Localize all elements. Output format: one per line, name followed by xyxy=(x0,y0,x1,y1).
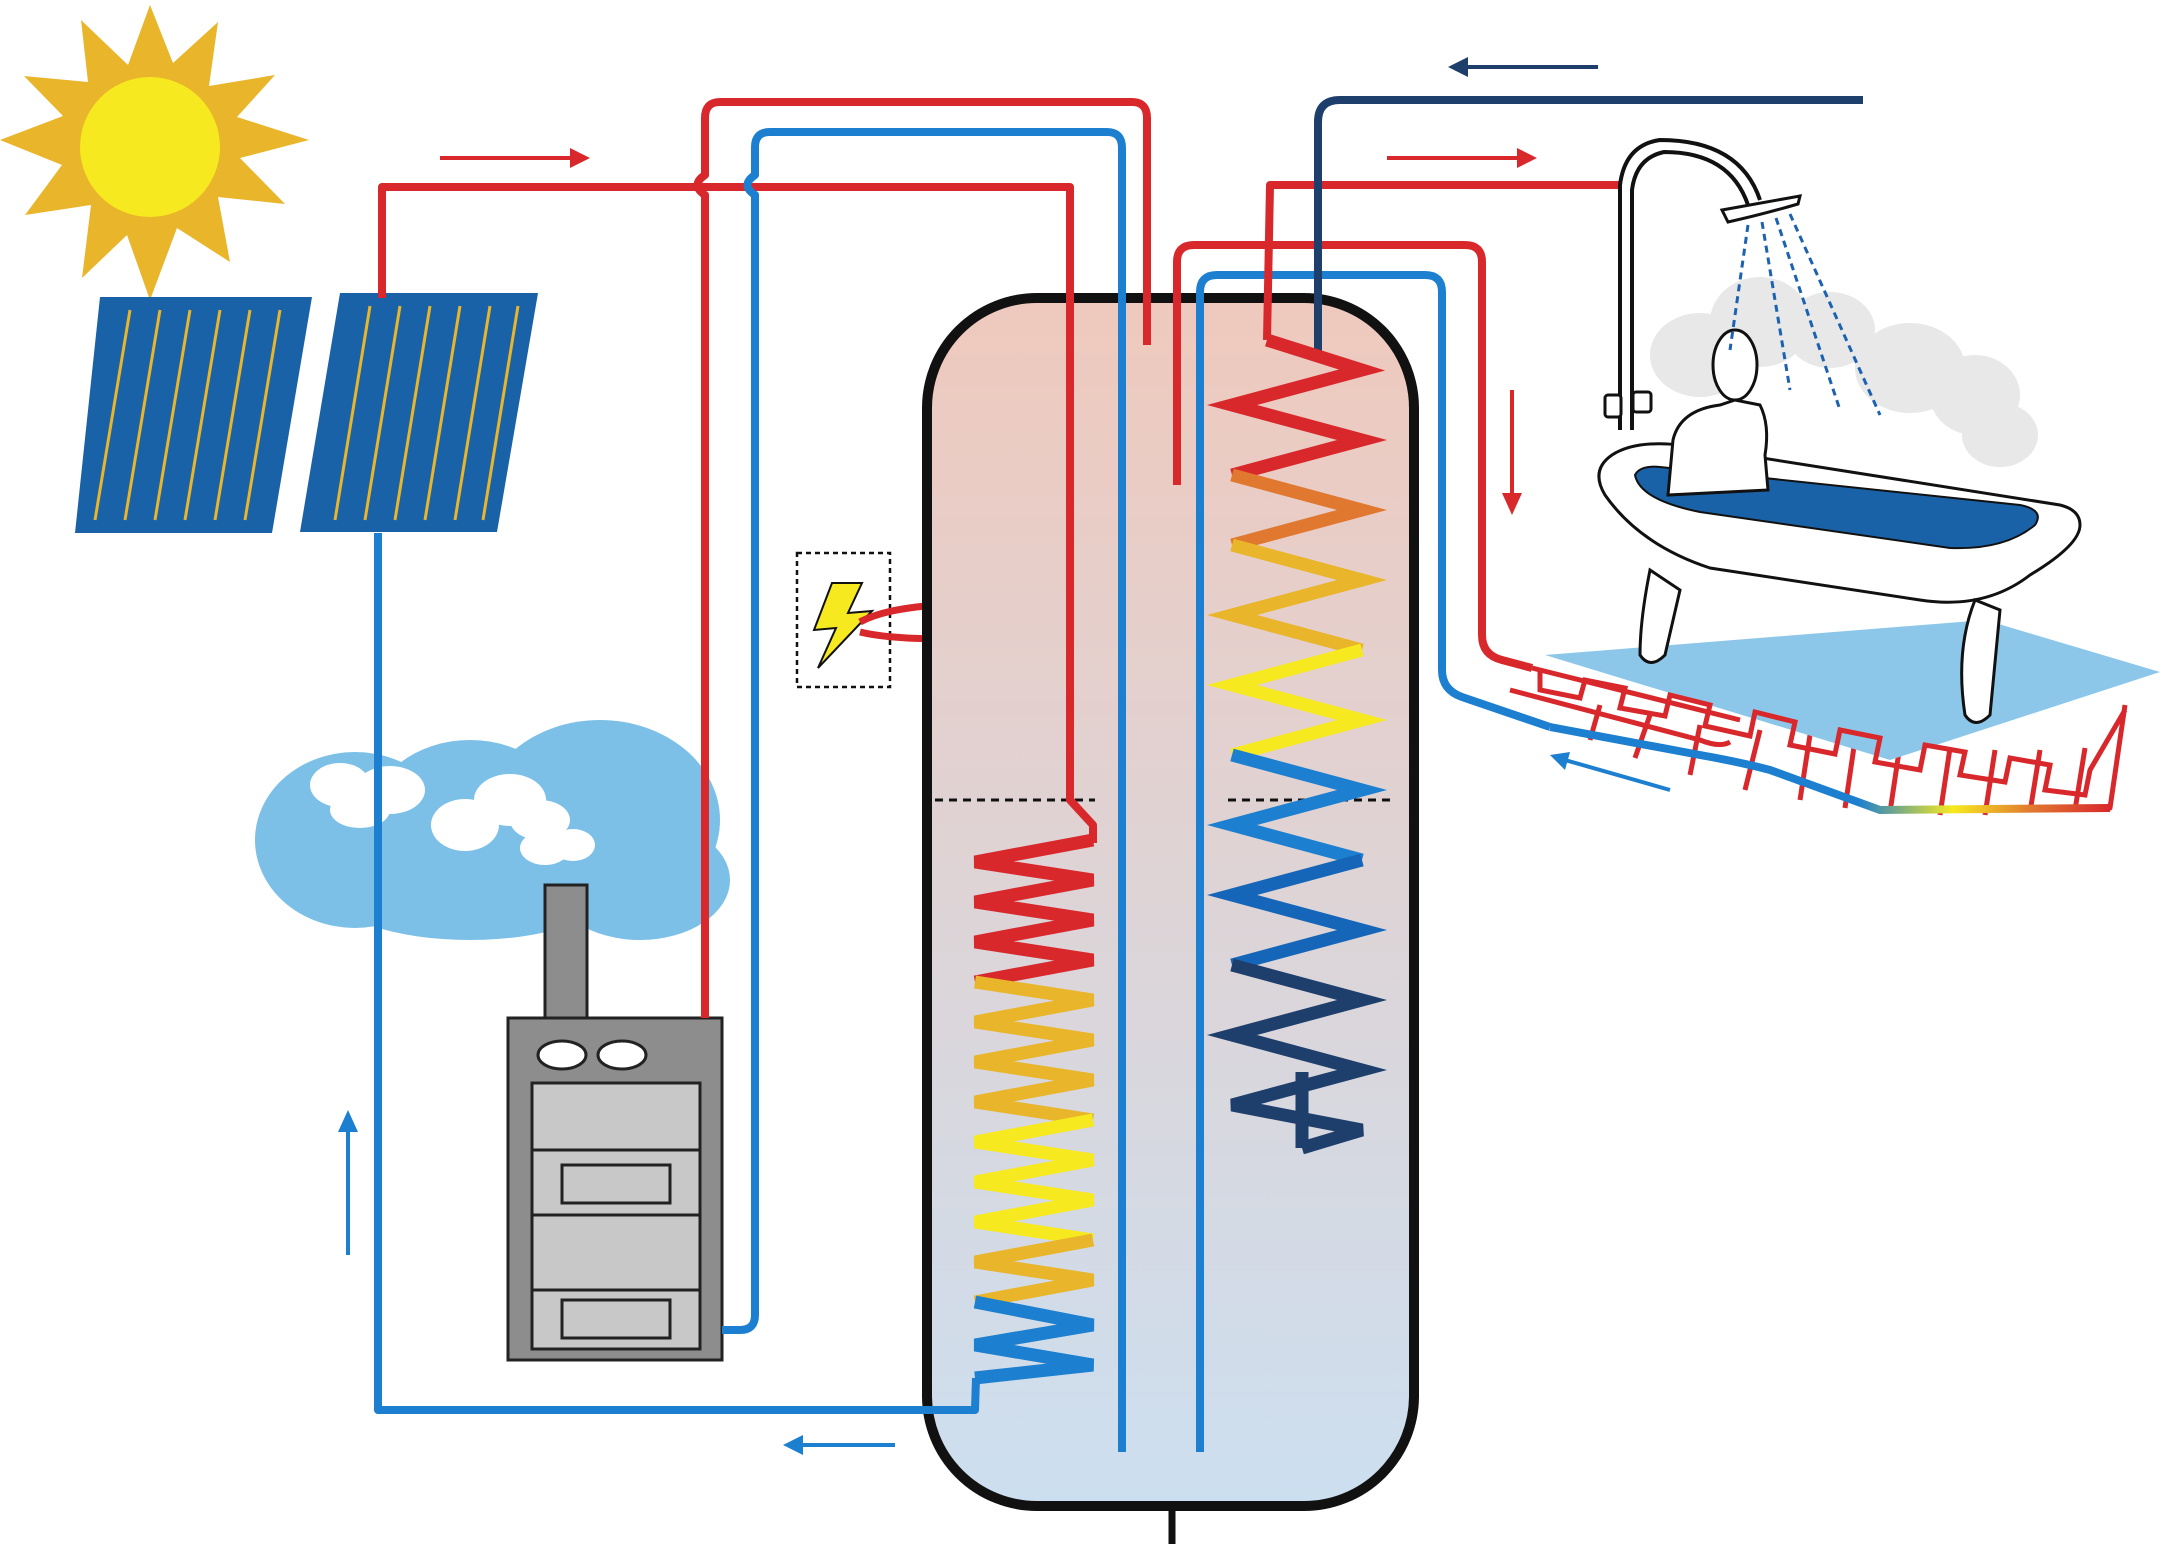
solar-panel-stripes xyxy=(93,305,520,521)
boiler-icon xyxy=(506,883,724,1362)
hot-water-pipe xyxy=(1263,181,1620,341)
arrow-hot-water-out xyxy=(1387,148,1537,168)
floor-return-gradient-pipe xyxy=(1549,723,2111,815)
solar-supply-pipe xyxy=(378,183,1097,843)
solar-return-pipe xyxy=(374,533,980,1414)
solar-heat-exchanger-coil xyxy=(973,833,1095,1385)
arrow-solar-return-left xyxy=(783,1435,895,1455)
boiler-supply-pipe xyxy=(693,98,1151,1018)
floor-heating-supply-pipe xyxy=(1173,241,1534,672)
arrow-floor-return xyxy=(1550,752,1671,792)
underfloor-heating-icon xyxy=(1545,620,2160,760)
floor-heating-return-pipe xyxy=(1196,271,1552,1452)
solar-panel-icon xyxy=(75,293,538,533)
arrow-floor-supply-down xyxy=(1502,390,1522,515)
sun-icon xyxy=(0,5,309,300)
arrow-solar-supply xyxy=(440,148,590,168)
sun-core xyxy=(80,77,220,217)
person-icon xyxy=(1666,328,1770,497)
domestic-hot-water-coil xyxy=(1206,333,1388,1155)
arrow-solar-return-up xyxy=(338,1110,358,1255)
cold-water-pipe xyxy=(1314,96,1863,355)
cloud-icon xyxy=(255,720,730,940)
boiler-chimney xyxy=(543,883,589,1020)
solar-panel-right xyxy=(300,293,538,532)
boiler-return-pipe xyxy=(722,128,1126,1452)
bathroom-scene xyxy=(1537,137,2160,815)
arrow-cold-water-in xyxy=(1448,57,1598,77)
flow-arrow-icon xyxy=(338,57,1671,1455)
shower-head-icon xyxy=(1603,137,1882,430)
